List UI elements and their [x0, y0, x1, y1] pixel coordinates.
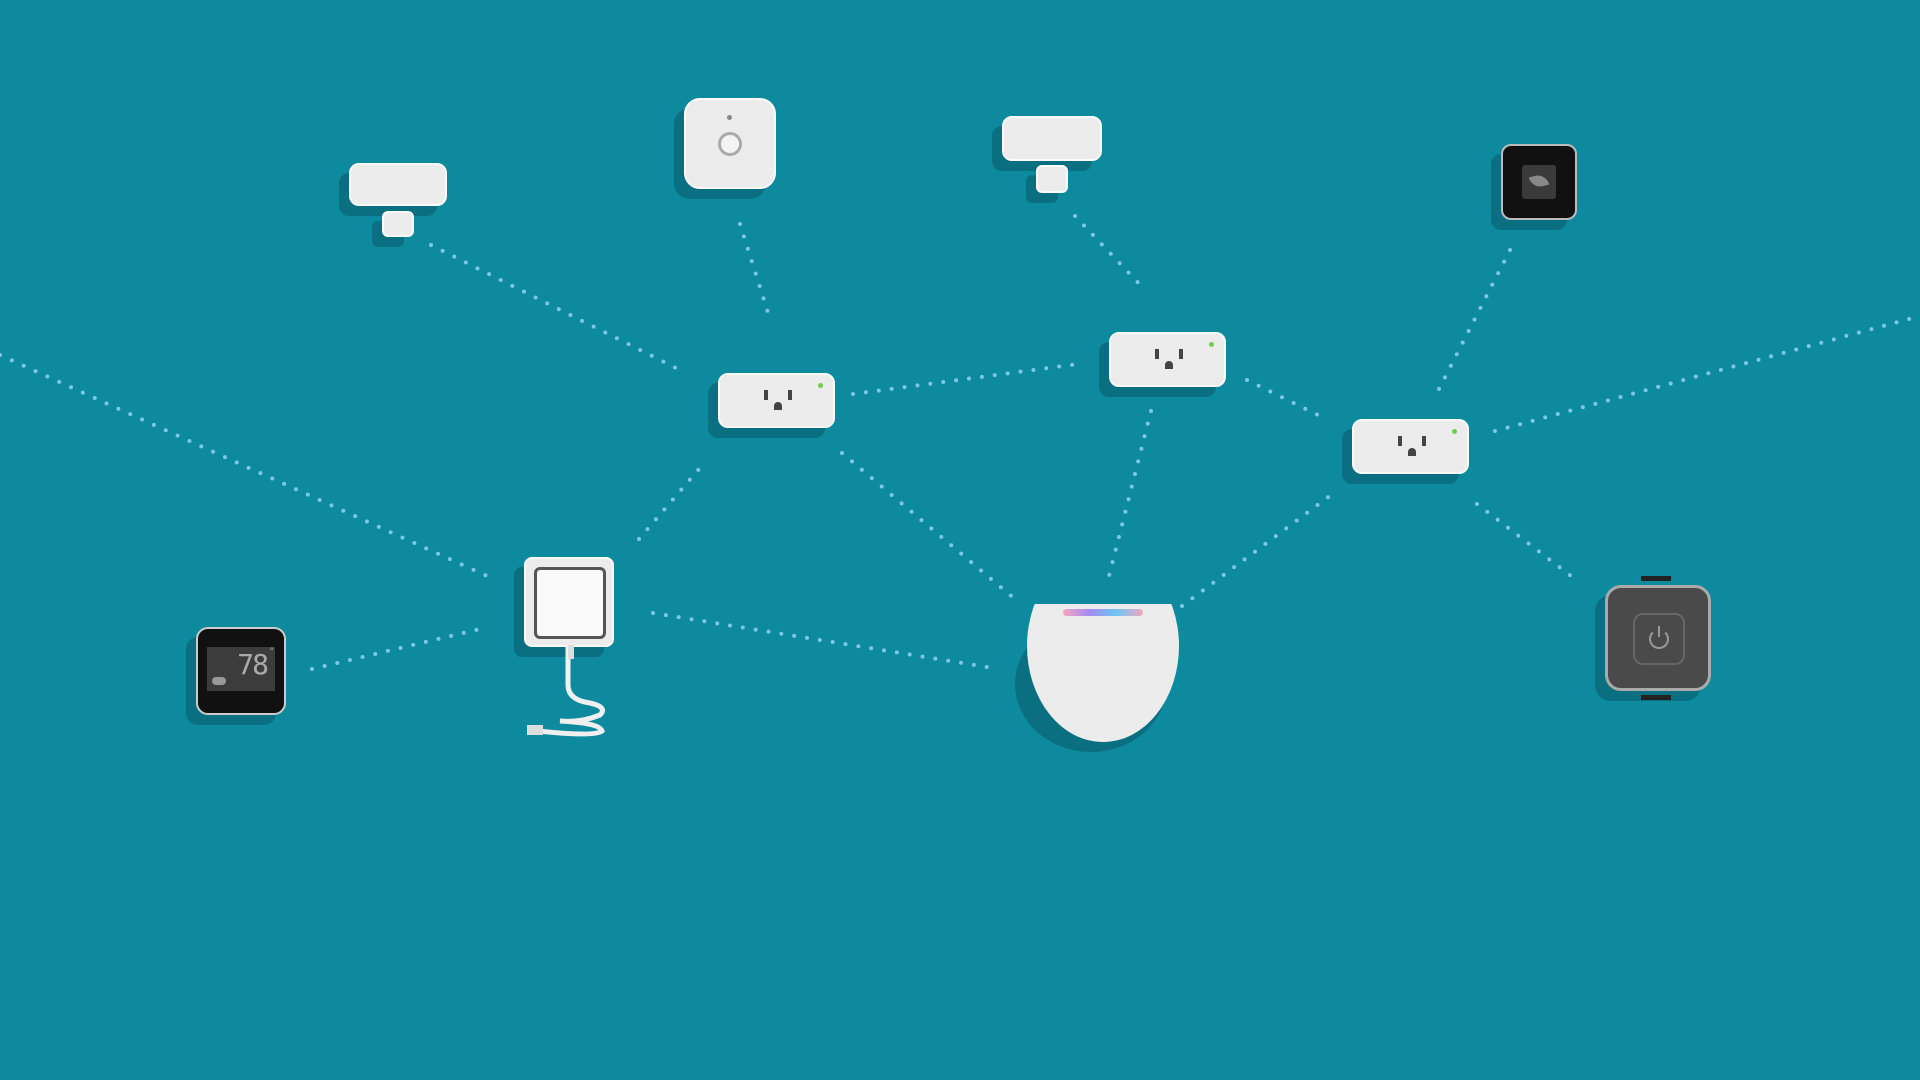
link: [738, 222, 773, 324]
status-led: [1209, 342, 1214, 347]
link: [637, 460, 707, 541]
temperature-readout: 78: [237, 648, 269, 681]
door-sensor-magnet: [382, 211, 414, 237]
door-sensor-magnet: [1036, 165, 1068, 193]
smart-speaker: [1015, 604, 1179, 752]
link: [1437, 248, 1512, 391]
power-icon: [1633, 613, 1685, 665]
link: [0, 353, 489, 578]
smart-plug: [1109, 332, 1226, 387]
motion-sensor: [684, 98, 776, 189]
cloud-sun-icon: [212, 677, 226, 685]
degree-symbol: °: [269, 647, 275, 657]
smart-plug: [718, 373, 835, 428]
link: [1107, 409, 1153, 578]
smart-button: [1605, 576, 1711, 700]
water-sensor-cable: [527, 645, 605, 737]
link: [310, 627, 482, 671]
link: [651, 611, 989, 669]
sensor-dot-icon: [727, 115, 732, 120]
link: [840, 451, 1018, 602]
link: [1245, 378, 1328, 421]
link: [1180, 493, 1333, 608]
siri-light-icon: [1063, 609, 1143, 616]
link: [851, 362, 1080, 396]
water-sensor: [524, 557, 614, 647]
thermostat-display: 78 °: [207, 647, 275, 691]
room-sensor: [1501, 144, 1577, 220]
link: [429, 243, 688, 375]
door-sensor-body: [349, 163, 447, 206]
link: [1493, 314, 1920, 433]
link: [1475, 502, 1573, 578]
thermostat: 78 °: [196, 627, 286, 715]
leaf-icon: [1522, 165, 1556, 199]
outlet-icon: [764, 390, 792, 410]
status-led: [1452, 429, 1457, 434]
outlet-icon: [1398, 436, 1426, 456]
door-sensor-body: [1002, 116, 1102, 161]
link: [1073, 214, 1147, 292]
outlet-icon: [1155, 349, 1183, 369]
motion-lens-icon: [718, 132, 742, 156]
status-led: [818, 383, 823, 388]
smart-plug: [1352, 419, 1469, 474]
